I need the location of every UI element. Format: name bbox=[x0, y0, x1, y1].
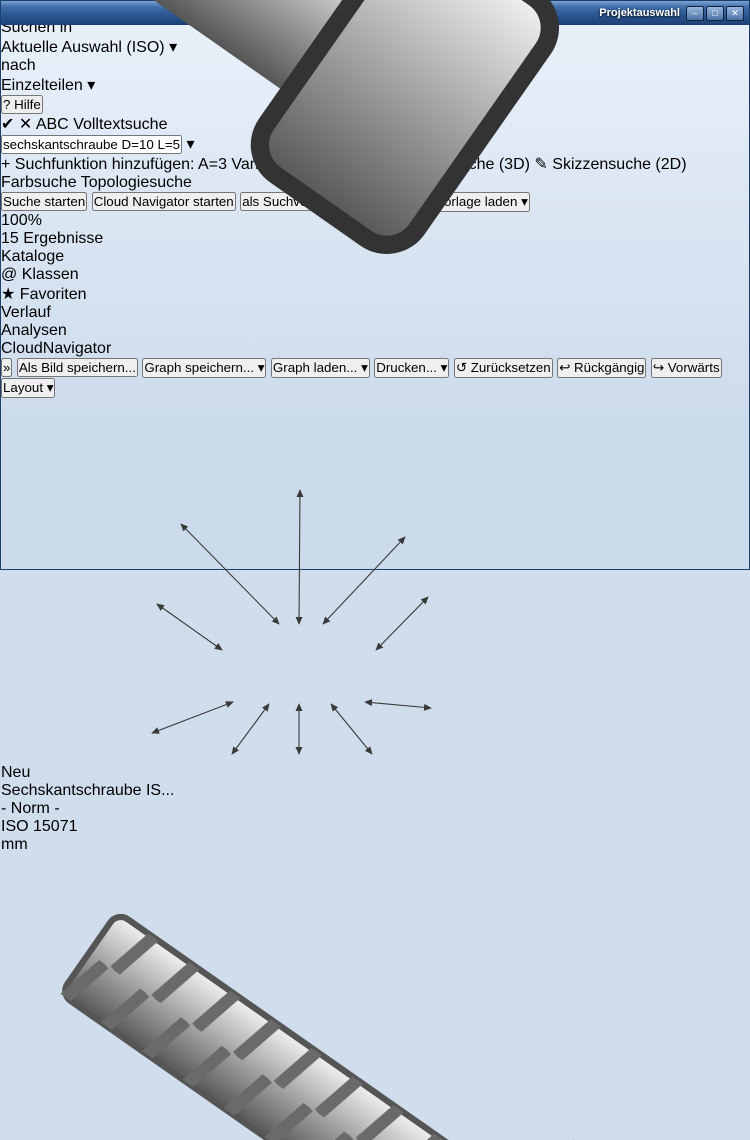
zuruecksetzen-label: Zurücksetzen bbox=[470, 360, 551, 375]
flags-row: - Norm - bbox=[1, 800, 749, 818]
add-search-label: Suchfunktion hinzufügen: bbox=[14, 156, 195, 173]
dropdown-arrow-icon[interactable]: ▾ bbox=[186, 136, 195, 153]
progress-label: 100% bbox=[1, 212, 42, 229]
tab-label: Klassen bbox=[21, 266, 79, 283]
remove-search-icon[interactable]: ✕ bbox=[18, 116, 33, 133]
tab-analysen[interactable]: Analysen bbox=[1, 322, 749, 340]
tab-label: Analysen bbox=[1, 322, 67, 339]
zuruecksetzen-button[interactable]: ↺ Zurücksetzen bbox=[453, 358, 553, 378]
skizzen-group: ✎ Skizzensuche (2D) bbox=[534, 156, 686, 173]
als-bild-speichern-button[interactable]: Als Bild speichern... bbox=[16, 358, 138, 377]
dropdown-arrow-icon[interactable]: ▾ bbox=[169, 39, 178, 56]
unit-label: mm bbox=[1, 836, 28, 853]
reset-icon: ↺ bbox=[455, 360, 467, 375]
nach-label: nach bbox=[1, 57, 36, 74]
graph-laden-label: Graph laden... bbox=[272, 360, 358, 375]
star-icon: ★ bbox=[1, 286, 16, 303]
farbsuche-group: Farbsuche bbox=[1, 174, 81, 191]
graph-speichern-button[interactable]: Graph speichern... ▾ bbox=[142, 358, 267, 378]
title-bar[interactable]: Projektauswahl – □ ✕ bbox=[1, 0, 749, 255]
topologiesuche-link[interactable]: Topologiesuche bbox=[80, 174, 192, 191]
topologie-group: Topologiesuche bbox=[81, 174, 192, 191]
redo-icon: ↪ bbox=[652, 360, 665, 375]
tab-label: Kataloge bbox=[1, 248, 65, 265]
pencil-icon: ✎ bbox=[534, 156, 548, 173]
suchen-in-dropdown[interactable]: Aktuelle Auswahl (ISO) ▾ bbox=[1, 37, 749, 57]
variable-icon: A=3 bbox=[198, 156, 227, 173]
minimize-button[interactable]: – bbox=[686, 5, 704, 21]
drucken-label: Drucken... bbox=[376, 360, 437, 375]
expand-sidebar-button[interactable]: » bbox=[1, 358, 13, 377]
vorwaerts-button[interactable]: ↪ Vorwärts bbox=[650, 358, 722, 378]
undo-icon: ↩ bbox=[559, 360, 571, 375]
farbsuche-link[interactable]: Farbsuche bbox=[1, 174, 77, 191]
at-icon: @ bbox=[1, 266, 18, 283]
graph-speichern-label: Graph speichern... bbox=[144, 360, 255, 375]
search-combobox[interactable]: ▾ bbox=[1, 134, 749, 154]
tab-label: CloudNavigator bbox=[1, 340, 112, 357]
hilfe-label: Hilfe bbox=[14, 97, 41, 112]
abc-icon: ABC bbox=[35, 116, 69, 133]
cloud-navigator-starten-button[interactable]: Cloud Navigator starten bbox=[91, 192, 236, 211]
iso-number: ISO 15071 bbox=[1, 818, 78, 835]
tab-verlauf[interactable]: Verlauf bbox=[1, 304, 749, 322]
screw-image bbox=[60, 912, 699, 1140]
tab-label: Favoriten bbox=[19, 286, 87, 303]
suche-starten-button[interactable]: Suche starten bbox=[1, 192, 88, 211]
window-title: Projektauswahl bbox=[599, 7, 680, 19]
node-body: - Norm - ISO 15071 mm bbox=[1, 800, 749, 1140]
rueckgaengig-label: Rückgängig bbox=[574, 360, 645, 375]
fulltext-checkbox[interactable]: ✔ bbox=[1, 116, 15, 133]
cloud-navigator-canvas[interactable]: Neu Sechskantschraube IS... - Norm - ISO… bbox=[1, 398, 749, 1140]
layout-label: Layout bbox=[3, 380, 44, 395]
nach-value: Einzelteilen bbox=[1, 77, 83, 94]
rueckgaengig-button[interactable]: ↩ Rückgängig bbox=[557, 358, 647, 378]
maximize-button[interactable]: □ bbox=[706, 5, 724, 21]
suche-starten-label: Suche starten bbox=[3, 194, 86, 209]
caret-down-icon[interactable]: ▾ bbox=[46, 380, 54, 395]
drucken-button[interactable]: Drucken... ▾ bbox=[374, 358, 450, 378]
caret-down-icon[interactable]: ▾ bbox=[257, 360, 265, 375]
graph-edges bbox=[151, 489, 432, 755]
node-title: Sechskantschraube IS... bbox=[1, 782, 175, 799]
als-bild-label: Als Bild speichern... bbox=[18, 360, 136, 375]
graph-laden-button[interactable]: Graph laden... ▾ bbox=[270, 358, 370, 378]
layout-button[interactable]: Layout ▾ bbox=[1, 378, 56, 398]
dropdown-arrow-icon[interactable]: ▾ bbox=[87, 77, 96, 94]
node-info: - Norm - ISO 15071 mm bbox=[1, 800, 749, 854]
close-button[interactable]: ✕ bbox=[726, 5, 744, 21]
plus-icon: + bbox=[1, 156, 11, 173]
cloud-navigator-label: Cloud Navigator starten bbox=[93, 194, 234, 209]
new-badge: Neu bbox=[1, 764, 31, 781]
tab-label: Verlauf bbox=[1, 304, 51, 321]
progress-bar: 100% bbox=[1, 212, 749, 230]
suchen-in-value: Aktuelle Auswahl (ISO) bbox=[1, 39, 165, 56]
caret-down-icon[interactable]: ▾ bbox=[361, 360, 368, 375]
vorwaerts-label: Vorwärts bbox=[667, 360, 720, 375]
result-node[interactable]: Neu Sechskantschraube IS... - Norm - ISO… bbox=[1, 764, 749, 1140]
norm-label: - Norm - bbox=[1, 800, 60, 817]
caret-down-icon[interactable]: ▾ bbox=[521, 194, 528, 209]
volltextsuche-link[interactable]: Volltextsuche bbox=[73, 116, 168, 133]
search-input[interactable] bbox=[1, 135, 182, 154]
node-header: Sechskantschraube IS... bbox=[1, 782, 749, 800]
window-controls: – □ ✕ bbox=[686, 5, 744, 21]
tab-bar: Kataloge @ Klassen ★ Favoriten Verlauf A… bbox=[1, 248, 749, 358]
skizzensuche-link[interactable]: Skizzensuche (2D) bbox=[552, 156, 687, 173]
app-icon bbox=[16, 0, 560, 255]
tab-favoriten[interactable]: ★ Favoriten bbox=[1, 284, 749, 304]
tab-kataloge[interactable]: Kataloge bbox=[1, 248, 749, 266]
fulltext-row: ✔ ✕ ABC Volltextsuche ▾ bbox=[1, 114, 749, 154]
help-icon: ? bbox=[3, 97, 11, 112]
hilfe-button[interactable]: ? Hilfe bbox=[1, 95, 43, 114]
results-count: 15 Ergebnisse bbox=[1, 230, 104, 247]
nach-dropdown[interactable]: Einzelteilen ▾ bbox=[1, 75, 749, 95]
tab-klassen[interactable]: @ Klassen bbox=[1, 266, 749, 284]
caret-down-icon[interactable]: ▾ bbox=[440, 360, 448, 375]
graph-toolbar: » Als Bild speichern... Graph speichern.… bbox=[1, 358, 749, 398]
unit-row: mm bbox=[1, 836, 749, 854]
tab-cloudnavigator[interactable]: CloudNavigator bbox=[1, 340, 749, 358]
